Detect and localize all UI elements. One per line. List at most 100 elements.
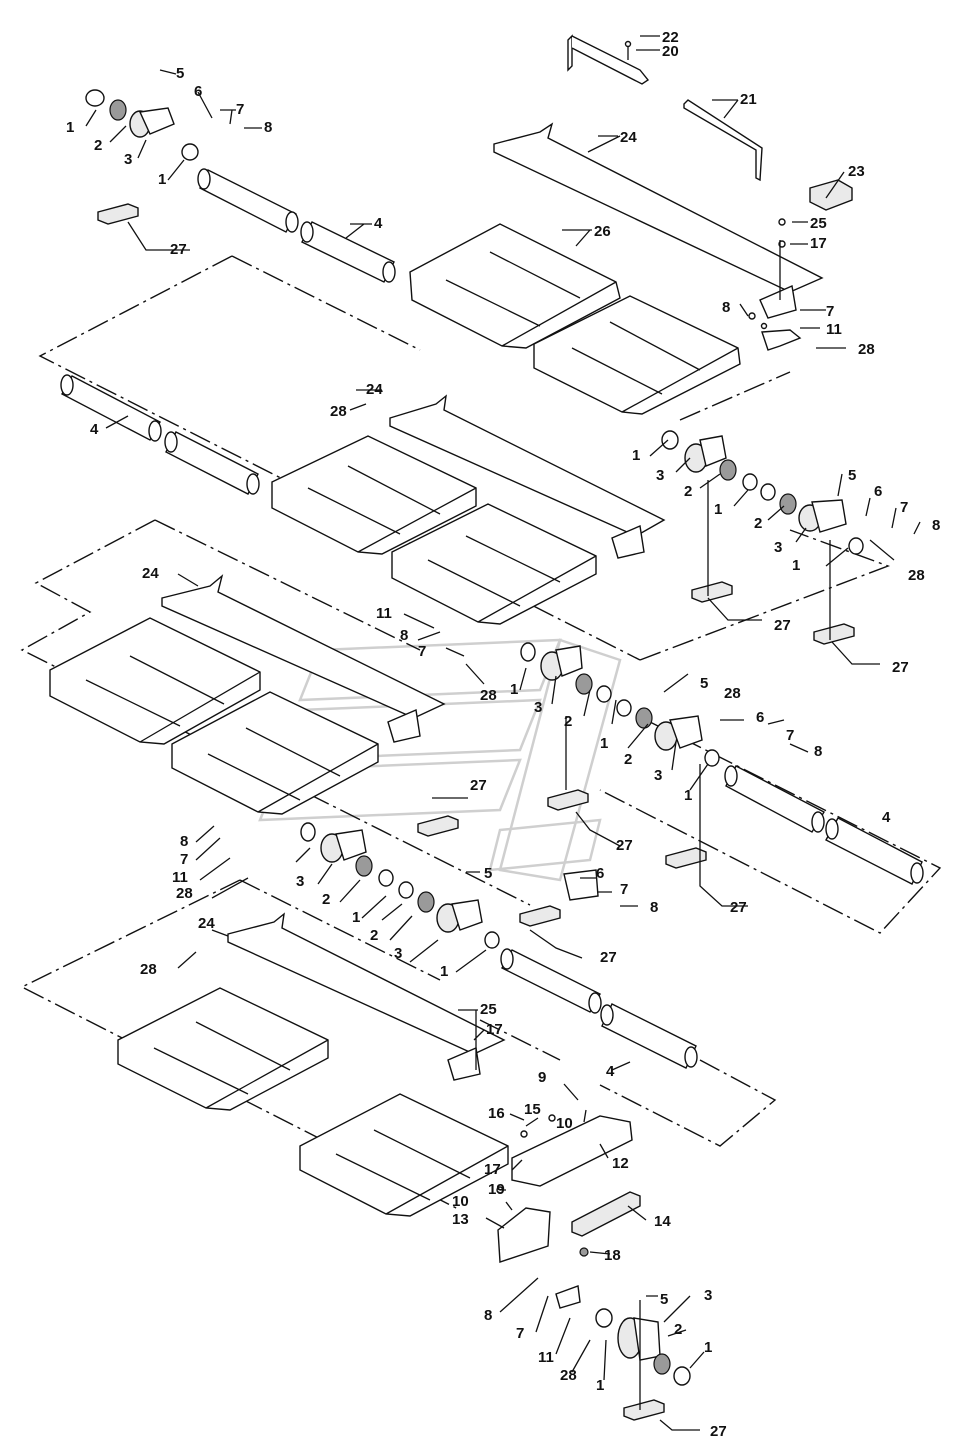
callout-label-17: 17	[486, 1021, 503, 1038]
callout-label-8: 8	[400, 627, 408, 644]
callout-label-16: 16	[488, 1105, 505, 1122]
callout-label-7: 7	[236, 101, 244, 118]
callout-label-11: 11	[376, 605, 392, 622]
callout-label-11: 11	[826, 321, 842, 338]
callout-label-3: 3	[704, 1287, 712, 1304]
guide-24-top	[493, 122, 824, 293]
callout-label-2: 2	[370, 927, 378, 944]
callout-label-8: 8	[484, 1307, 492, 1324]
callout-label-3: 3	[656, 467, 664, 484]
callout-label-28: 28	[908, 567, 925, 584]
callout-label-1: 1	[600, 735, 608, 752]
rollers	[60, 168, 924, 1069]
callout-label-14: 14	[654, 1213, 671, 1230]
callout-label-25: 25	[480, 1001, 497, 1018]
callout-label-11: 11	[538, 1349, 554, 1366]
callout-label-17: 17	[484, 1161, 501, 1178]
callout-label-28: 28	[560, 1367, 577, 1384]
callout-label-8: 8	[264, 119, 272, 136]
callout-label-2: 2	[94, 137, 102, 154]
callout-label-1: 1	[714, 501, 722, 518]
callout-label-4: 4	[374, 215, 383, 232]
callout-label-6: 6	[596, 865, 604, 882]
callout-label-6: 6	[874, 483, 882, 500]
callout-label-8: 8	[932, 517, 940, 534]
callout-label-19: 19	[488, 1181, 505, 1198]
callout-label-27: 27	[470, 777, 487, 794]
callout-label-15: 15	[524, 1101, 541, 1118]
callout-label-27: 27	[774, 617, 791, 634]
callout-label-27: 27	[710, 1423, 727, 1440]
callout-label-17: 17	[810, 235, 827, 252]
bearing-hardware	[85, 89, 864, 1421]
callout-label-8: 8	[180, 833, 188, 850]
callout-label-2: 2	[674, 1321, 682, 1338]
callout-label-8: 8	[814, 743, 822, 760]
callout-label-7: 7	[900, 499, 908, 516]
callout-label-7: 7	[826, 303, 834, 320]
callout-label-4: 4	[90, 421, 99, 438]
callout-label-27: 27	[600, 949, 617, 966]
leader-lines	[85, 35, 921, 1431]
callout-label-27: 27	[616, 837, 633, 854]
callout-label-2: 2	[564, 713, 572, 730]
callout-label-6: 6	[756, 709, 764, 726]
callout-label-26: 26	[594, 223, 611, 240]
callout-label-10: 10	[556, 1115, 573, 1132]
top-bracket-assembly	[493, 34, 853, 351]
callout-label-25: 25	[810, 215, 827, 232]
callout-label-28: 28	[724, 685, 741, 702]
callout-label-27: 27	[170, 241, 187, 258]
callout-label-1: 1	[158, 171, 166, 188]
callout-label-7: 7	[516, 1325, 524, 1342]
callout-label-2: 2	[754, 515, 762, 532]
callout-label-9: 9	[538, 1069, 546, 1086]
callout-label-5: 5	[176, 65, 184, 82]
callout-label-1: 1	[510, 681, 518, 698]
callout-label-3: 3	[124, 151, 132, 168]
callout-label-2: 2	[684, 483, 692, 500]
callout-label-5: 5	[660, 1291, 668, 1308]
block-23	[809, 179, 853, 211]
callout-label-28: 28	[858, 341, 875, 358]
callout-label-4: 4	[606, 1063, 615, 1080]
assembly-outlines	[20, 255, 942, 1211]
callout-label-21: 21	[740, 91, 757, 108]
callout-label-23: 23	[848, 163, 865, 180]
rod-21	[683, 99, 763, 182]
callout-label-2: 2	[624, 751, 632, 768]
callout-label-1: 1	[596, 1377, 604, 1394]
callout-label-28: 28	[480, 687, 497, 704]
callout-label-5: 5	[700, 675, 708, 692]
callout-label-1: 1	[66, 119, 74, 136]
callout-label-27: 27	[892, 659, 909, 676]
callout-label-8: 8	[650, 899, 658, 916]
callout-label-24: 24	[142, 565, 159, 582]
callout-label-7: 7	[620, 881, 628, 898]
callout-label-22: 22	[662, 29, 679, 46]
callout-label-3: 3	[774, 539, 782, 556]
callout-label-1: 1	[792, 557, 800, 574]
callout-label-6: 6	[194, 83, 202, 100]
callout-label-3: 3	[534, 699, 542, 716]
callout-label-3: 3	[394, 945, 402, 962]
callout-label-7: 7	[786, 727, 794, 744]
callout-label-7: 7	[180, 851, 188, 868]
callout-label-2: 2	[322, 891, 330, 908]
callout-label-28: 28	[140, 961, 157, 978]
callout-label-3: 3	[296, 873, 304, 890]
callout-label-24: 24	[198, 915, 215, 932]
callout-label-5: 5	[848, 467, 856, 484]
callout-label-28: 28	[176, 885, 193, 902]
callout-label-4: 4	[882, 809, 891, 826]
callout-label-1: 1	[352, 909, 360, 926]
conveyor-belts	[49, 223, 741, 1217]
callout-label-1: 1	[704, 1339, 712, 1356]
callout-label-13: 13	[452, 1211, 469, 1228]
callout-label-3: 3	[654, 767, 662, 784]
callout-label-24: 24	[366, 381, 383, 398]
callout-label-1: 1	[440, 963, 448, 980]
